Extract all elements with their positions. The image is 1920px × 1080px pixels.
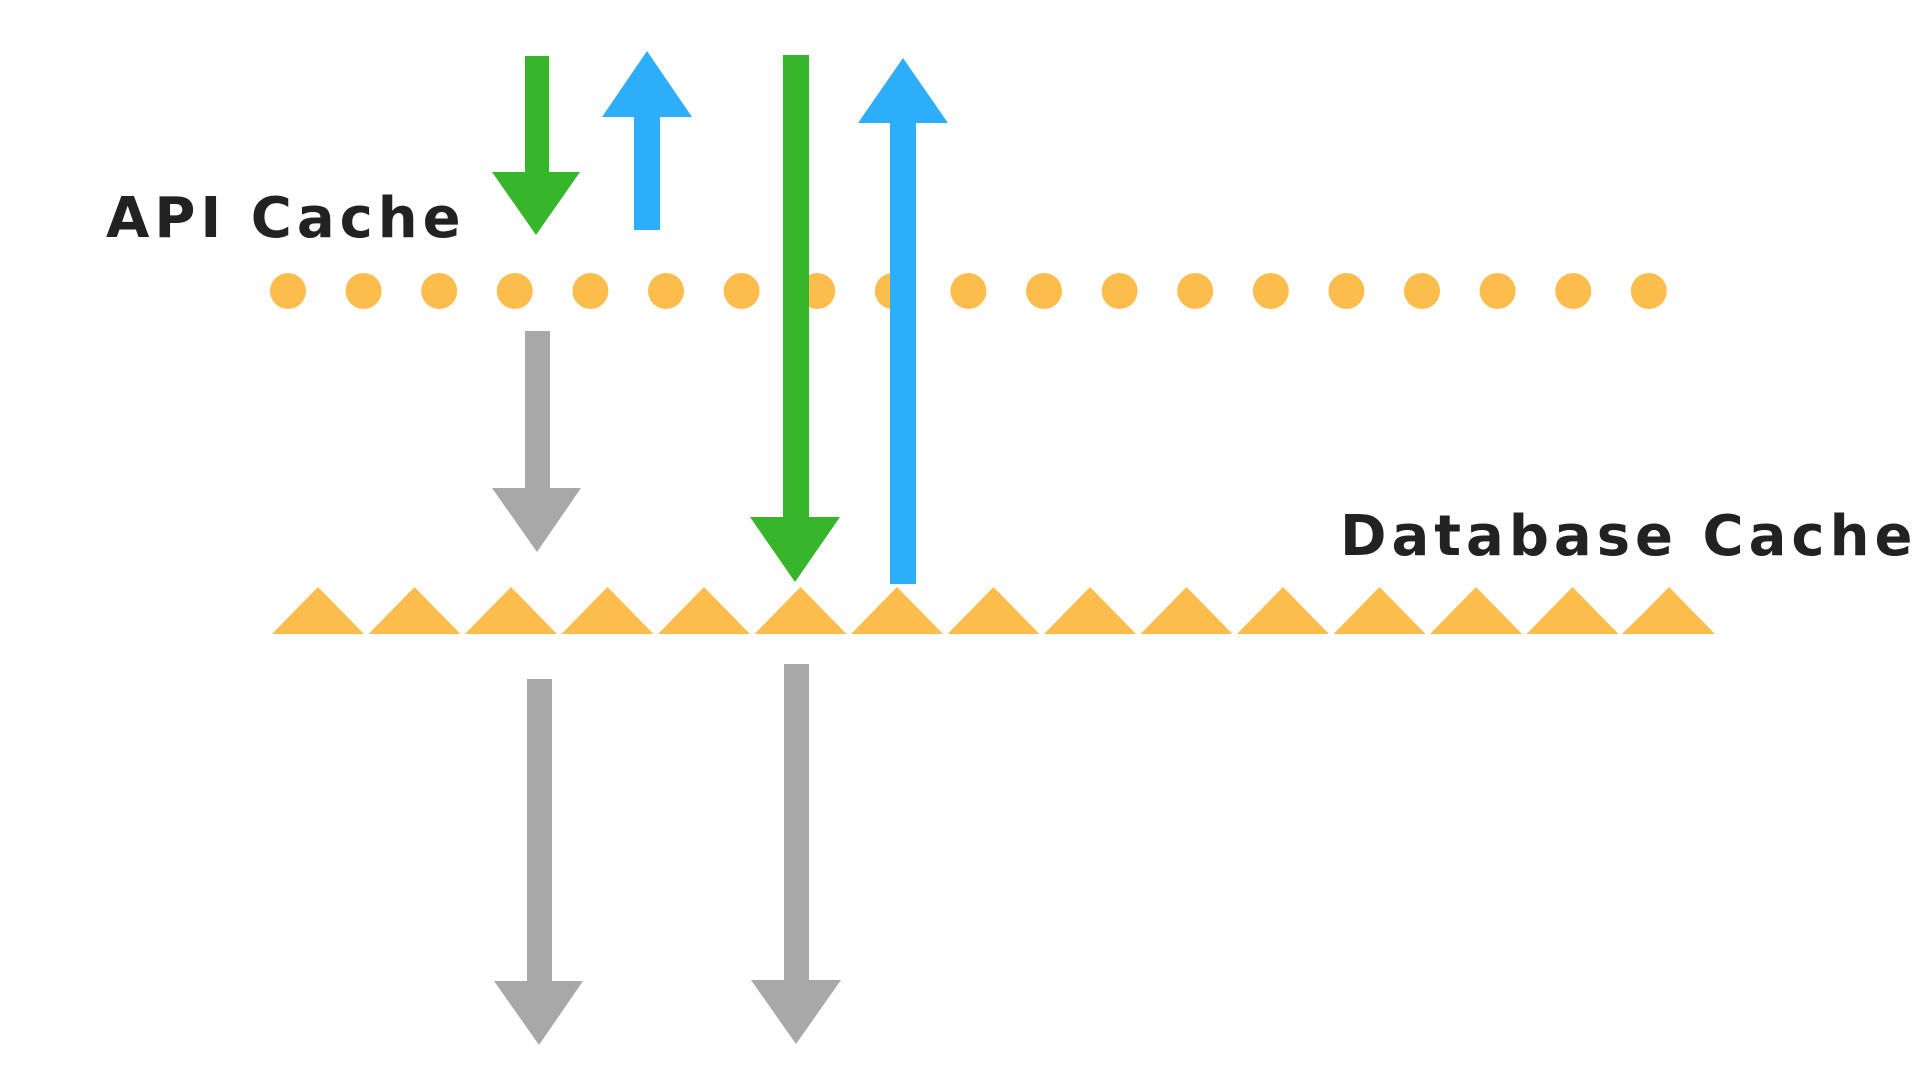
database-cache-triangle bbox=[1140, 587, 1233, 634]
database-cache-triangle bbox=[1333, 587, 1426, 634]
database-cache-layer-triangles bbox=[272, 587, 1715, 634]
passthrough-arrow-database-to-origin-left bbox=[494, 679, 583, 1045]
arrows bbox=[492, 51, 948, 1045]
database-cache-label: Database Cache bbox=[1340, 504, 1917, 569]
passthrough-arrow-api-to-database bbox=[492, 331, 581, 552]
database-cache-triangle bbox=[754, 587, 847, 634]
api-cache-dot bbox=[1328, 273, 1365, 309]
api-cache-dot bbox=[1101, 273, 1138, 309]
database-cache-triangle bbox=[272, 587, 364, 634]
api-cache-dot bbox=[270, 273, 306, 309]
database-cache-triangle bbox=[561, 587, 654, 634]
database-cache-triangle bbox=[1622, 597, 1660, 634]
api-cache-dot bbox=[1252, 273, 1289, 309]
response-arrow-from-database-cache bbox=[858, 58, 948, 584]
database-cache-triangle bbox=[1044, 587, 1136, 634]
api-cache-dot bbox=[496, 273, 533, 309]
api-cache-dot bbox=[648, 273, 684, 309]
api-cache-layer-dots bbox=[270, 273, 1667, 309]
api-cache-label: API Cache bbox=[106, 186, 466, 251]
database-cache-triangle bbox=[1430, 587, 1522, 634]
database-cache-triangle bbox=[368, 587, 461, 634]
request-arrow-to-database-cache bbox=[750, 55, 840, 582]
api-cache-dot bbox=[345, 273, 382, 309]
database-cache-triangle bbox=[1526, 587, 1619, 634]
database-cache-triangle bbox=[947, 587, 1040, 634]
database-cache-triangle bbox=[851, 587, 943, 634]
api-cache-dot bbox=[572, 273, 609, 309]
api-cache-dot bbox=[1177, 273, 1214, 309]
api-cache-dot bbox=[950, 273, 987, 309]
response-arrow-from-api-cache bbox=[602, 51, 692, 230]
passthrough-arrow-database-to-origin-right bbox=[751, 664, 841, 1044]
api-cache-dot bbox=[421, 273, 458, 309]
database-cache-triangle bbox=[1237, 587, 1329, 634]
api-cache-dot bbox=[1630, 273, 1667, 309]
database-cache-triangle bbox=[465, 587, 557, 634]
api-cache-dot bbox=[1555, 273, 1592, 309]
api-cache-dot bbox=[1479, 273, 1516, 309]
api-cache-dot bbox=[1026, 273, 1062, 309]
request-arrow-to-api-cache bbox=[492, 56, 580, 235]
api-cache-dot bbox=[1404, 273, 1440, 309]
api-cache-dot bbox=[723, 273, 760, 309]
database-cache-triangle bbox=[658, 587, 750, 634]
